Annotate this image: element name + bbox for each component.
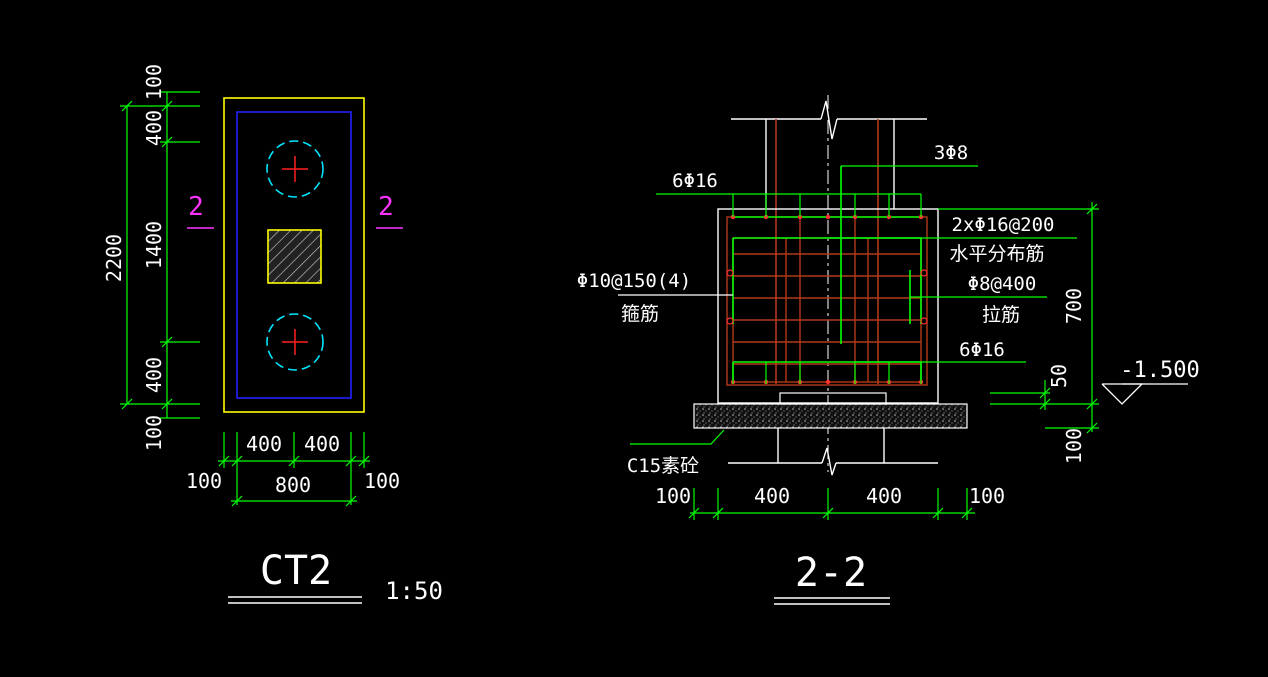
svg-text:2: 2 bbox=[188, 192, 204, 222]
plan-dim-400-a: 400 bbox=[142, 110, 166, 146]
cap-section-outline bbox=[717, 208, 939, 404]
elevation-symbol bbox=[1101, 383, 1188, 405]
pile-bottom bbox=[266, 313, 324, 371]
section-dim-100: 100 bbox=[1062, 428, 1086, 464]
plan-dim-100-right: 100 bbox=[364, 469, 400, 493]
pile-top bbox=[266, 140, 324, 198]
section-mark-right: 2 bbox=[376, 192, 403, 229]
stirrups bbox=[732, 166, 922, 384]
label-top-stirrup: 3Φ8 bbox=[934, 142, 968, 164]
rebar-dots bbox=[726, 214, 928, 385]
label-stirrups: Φ10@150(4) bbox=[577, 270, 691, 292]
plan-dim-1400: 1400 bbox=[142, 221, 166, 269]
section-dim-50: 50 bbox=[1047, 364, 1071, 388]
pile-cap-inner-line bbox=[236, 111, 352, 399]
label-blinding: C15素砼 bbox=[627, 455, 699, 477]
section-dim-700: 700 bbox=[1062, 288, 1086, 324]
section-dim-400-left: 400 bbox=[754, 484, 790, 508]
section-bottom-dimensions bbox=[688, 488, 975, 520]
section-view: -1.500 700 50 100 100 400 400 100 3Φ8 6Φ… bbox=[577, 95, 1200, 605]
plan-dim-400-right: 400 bbox=[304, 432, 340, 456]
plan-dim-bottom-100: 100 bbox=[142, 415, 166, 451]
plan-scale: 1:50 bbox=[385, 577, 443, 605]
label-top-bars: 6Φ16 bbox=[672, 170, 718, 192]
svg-text:2: 2 bbox=[378, 192, 394, 222]
rebar-cage bbox=[726, 216, 928, 386]
column-above bbox=[731, 100, 927, 209]
plan-dim-400-b: 400 bbox=[142, 357, 166, 393]
column-rebars bbox=[775, 119, 879, 384]
section-dim-400-right: 400 bbox=[866, 484, 902, 508]
label-stirrups-note: 箍筋 bbox=[621, 303, 659, 325]
label-tie-bars: Φ8@400 bbox=[968, 273, 1037, 295]
label-tie-bars-note: 拉筋 bbox=[982, 304, 1020, 326]
plan-title: CT2 bbox=[260, 548, 332, 594]
elevation-value: -1.500 bbox=[1120, 358, 1199, 383]
section-title: 2-2 bbox=[795, 550, 867, 596]
plan-bottom-dimensions bbox=[218, 432, 370, 507]
plan-left-dimensions bbox=[120, 91, 200, 419]
label-horizontal-bars: 2xΦ16@200 bbox=[952, 214, 1055, 236]
pile-below bbox=[728, 428, 938, 476]
section-mark-left: 2 bbox=[187, 192, 214, 229]
pile-top-block bbox=[779, 392, 887, 405]
label-horizontal-bars-note: 水平分布筋 bbox=[949, 243, 1044, 265]
column-section bbox=[267, 229, 322, 284]
label-bottom-bars: 6Φ16 bbox=[959, 339, 1005, 361]
pile-cap-outline bbox=[223, 97, 365, 413]
leader-lines bbox=[630, 165, 1077, 445]
blinding-layer bbox=[693, 403, 968, 429]
section-dim-100-left: 100 bbox=[655, 484, 691, 508]
section-dim-100-right: 100 bbox=[969, 484, 1005, 508]
plan-dim-800: 800 bbox=[275, 473, 311, 497]
plan-dim-100-left: 100 bbox=[186, 469, 222, 493]
plan-dim-top-100: 100 bbox=[142, 64, 166, 100]
section-right-dimensions bbox=[938, 202, 1099, 434]
plan-dim-2200: 2200 bbox=[102, 234, 126, 282]
plan-view: 100 400 1400 400 100 2200 2 2 bbox=[102, 64, 443, 605]
plan-dim-400-left: 400 bbox=[246, 432, 282, 456]
